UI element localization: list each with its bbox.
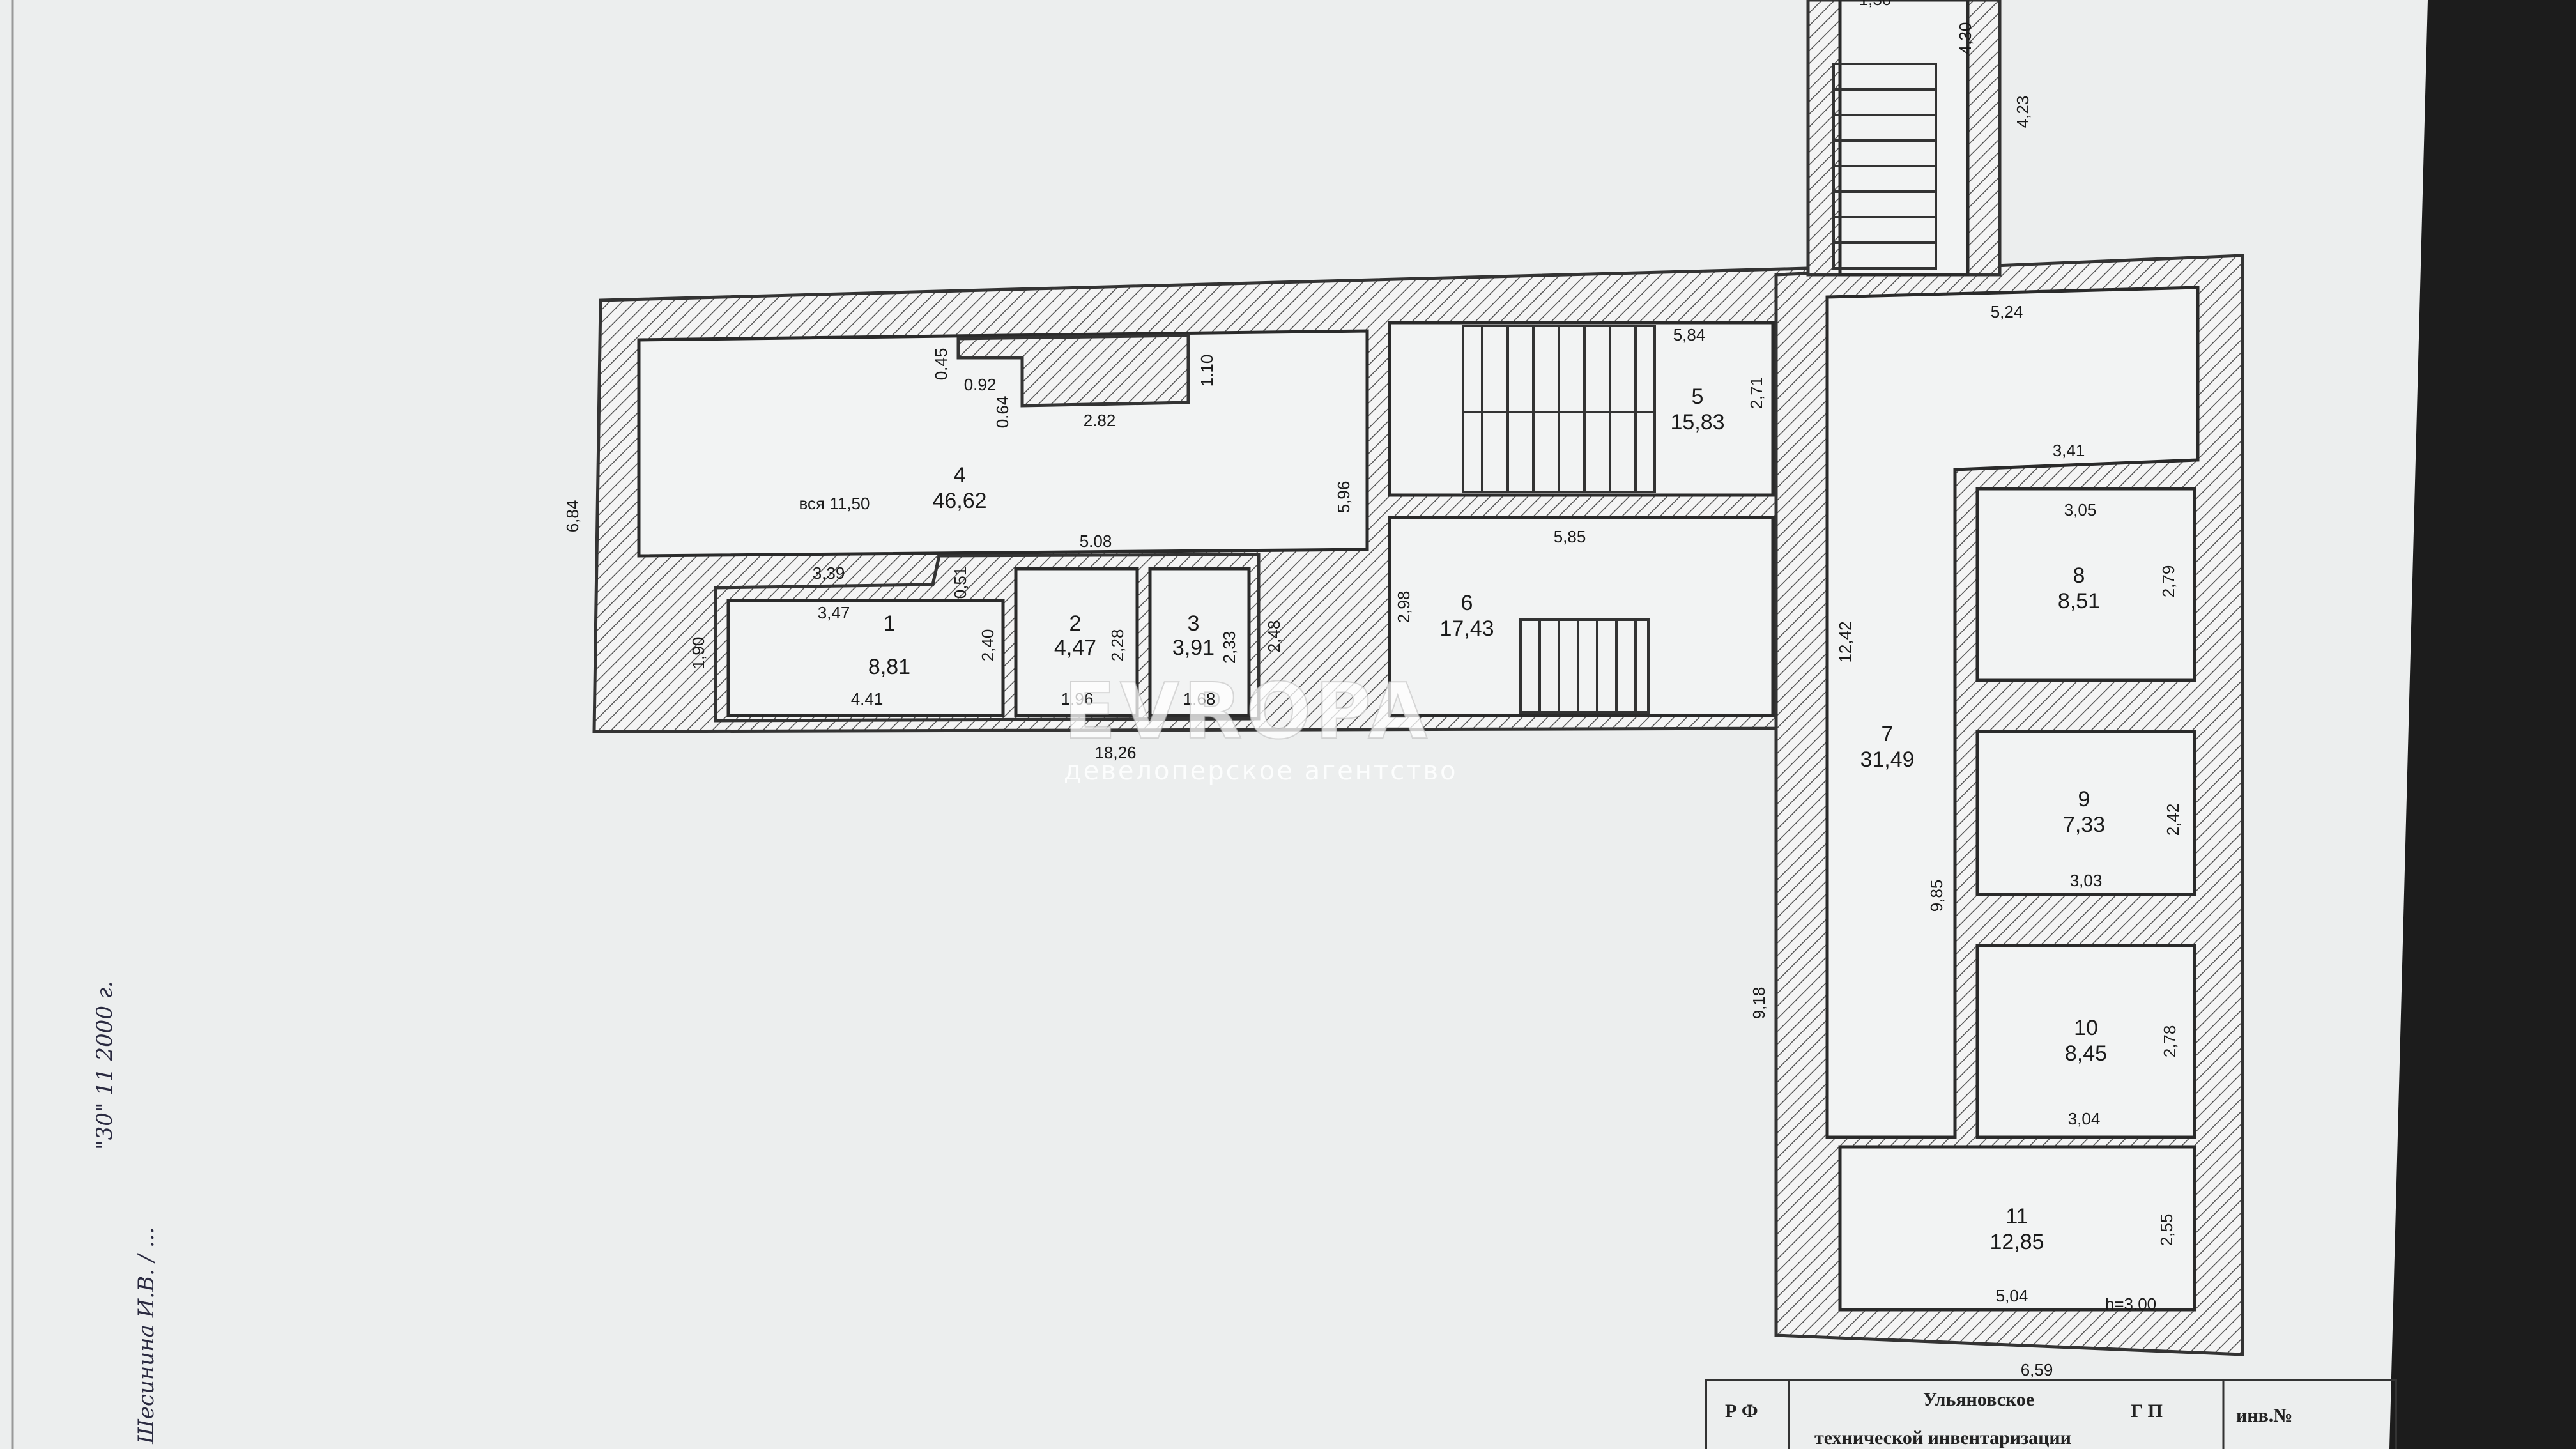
room-11 (1838, 1145, 2196, 1312)
room-7-area: 31,49 (1860, 747, 1914, 772)
dim-label: 5,85 (1554, 527, 1586, 546)
room-10-number: 10 (2074, 1016, 2098, 1040)
room-4 (637, 329, 1369, 558)
dim-label: 9,18 (1749, 987, 1768, 1020)
dim-label: вся 11,50 (799, 494, 870, 513)
dimension-labels: 1,30 4,30 4,23 5,24 5,84 2,71 3,41 3,05 … (563, 0, 2182, 1379)
stair-room-5 (1462, 325, 1656, 493)
room-6 (1388, 516, 1775, 717)
handwritten-date: "30" 11 2000 г. (92, 981, 118, 1150)
dim-label: 12,42 (1836, 621, 1855, 663)
dim-label: 1,30 (1859, 0, 1892, 9)
room-3-area: 3,91 (1172, 636, 1215, 660)
room-11-area: 12,85 (1989, 1230, 2044, 1254)
stair-tower-steps (1832, 63, 1937, 270)
dim-label: 2,78 (2160, 1025, 2179, 1058)
dim-label: 1.10 (1197, 355, 1216, 387)
room-6-number: 6 (1461, 591, 1473, 615)
dim-label: 2,33 (1220, 631, 1239, 664)
dim-label: 4.41 (851, 689, 884, 709)
room-6-area: 17,43 (1439, 617, 1494, 641)
room-1-area: 8,81 (868, 655, 910, 679)
title-block: Р Ф Ульяновское Г П инв.№ технической ин… (1705, 1379, 2397, 1449)
dim-label: 2,28 (1108, 629, 1127, 662)
dim-label: 3,47 (818, 603, 850, 622)
room-4-area: 46,62 (932, 489, 986, 513)
dim-label: 1.96 (1061, 689, 1094, 709)
room-9-number: 9 (2078, 787, 2090, 811)
stamp-col2: Г П (2131, 1400, 2163, 1422)
dim-label: 2,79 (2159, 565, 2178, 598)
dim-label: 0.45 (931, 348, 951, 381)
dim-label: 3,41 (2053, 441, 2085, 460)
stamp-org: технической инвентаризации (1814, 1427, 2071, 1448)
room-2-number: 2 (1070, 611, 1082, 636)
room-labels: 1 8,81 2 4,47 3 3,91 4 46,62 5 15,83 6 1… (868, 385, 2107, 1254)
stair-room-6 (1519, 618, 1650, 714)
room-8-number: 8 (2073, 564, 2085, 588)
dim-label: h=3.00 (2105, 1294, 2156, 1314)
room-9 (1975, 730, 2196, 896)
dim-label: 5.08 (1080, 532, 1112, 551)
dim-label: 2,48 (1264, 620, 1284, 653)
room-8-area: 8,51 (2058, 589, 2100, 613)
stair-tower-inner (1838, 0, 1970, 277)
room-11-number: 11 (2005, 1204, 2028, 1229)
dim-label: 2,98 (1394, 591, 1413, 624)
dim-label: 0,51 (951, 567, 970, 599)
room-10 (1975, 944, 2196, 1139)
dim-label: 3,04 (2068, 1109, 2101, 1128)
dim-label: 3,39 (813, 564, 845, 583)
dim-label: 2.82 (1084, 411, 1116, 430)
dim-label: 3,03 (2070, 871, 2103, 890)
room-1-number: 1 (884, 611, 896, 636)
room-5 (1388, 321, 1775, 497)
room-9-area: 7,33 (2063, 813, 2105, 837)
dim-label: 6,59 (2021, 1360, 2053, 1379)
room-1 (726, 599, 1005, 717)
watermark-logo: EVROPA (1064, 668, 1431, 756)
dim-label: 2,55 (2157, 1214, 2176, 1246)
room-5-number: 5 (1692, 385, 1704, 409)
dim-label: 5,84 (1673, 325, 1706, 344)
dim-label: 1.68 (1183, 689, 1216, 709)
room-7-number: 7 (1882, 722, 1894, 746)
room-3 (1148, 567, 1251, 717)
stamp-col1: Р Ф (1725, 1400, 1758, 1422)
room-3-number: 3 (1188, 611, 1200, 636)
dim-label: 3,05 (2064, 500, 2097, 519)
dim-label: 2,71 (1747, 377, 1766, 410)
dim-label: 6,84 (563, 500, 582, 533)
room-2 (1014, 567, 1139, 717)
dim-label: 9,85 (1927, 880, 1946, 912)
stamp-region: Ульяновское (1923, 1389, 2034, 1410)
dim-label: 0.92 (964, 375, 997, 394)
room-5-area: 15,83 (1670, 410, 1724, 434)
room-4-number: 4 (954, 463, 966, 487)
room-4-notch (956, 334, 1190, 408)
room-7 (1825, 286, 2200, 1139)
dim-label: 2,42 (2163, 804, 2182, 836)
room-8 (1975, 487, 2196, 682)
dim-label: 18,26 (1094, 743, 1136, 762)
handwritten-signature: Шесинина И.В. / ... (134, 1227, 159, 1445)
dim-label: 1,90 (689, 637, 708, 670)
room-10-area: 8,45 (2065, 1041, 2107, 1066)
watermark-subtitle: девелоперское агентство (1064, 756, 1458, 786)
dim-label: 4,30 (1956, 22, 1975, 55)
dim-label: 5,04 (1996, 1286, 2028, 1305)
stamp-col3: инв.№ (2236, 1405, 2292, 1426)
dim-label: 0.64 (993, 396, 1012, 429)
dim-label: 5,24 (1991, 302, 2023, 321)
dim-label: 2,40 (978, 629, 997, 662)
dim-label: 4,23 (2013, 96, 2032, 128)
dim-label: 5,96 (1334, 481, 1353, 514)
room-2-area: 4,47 (1054, 636, 1096, 660)
